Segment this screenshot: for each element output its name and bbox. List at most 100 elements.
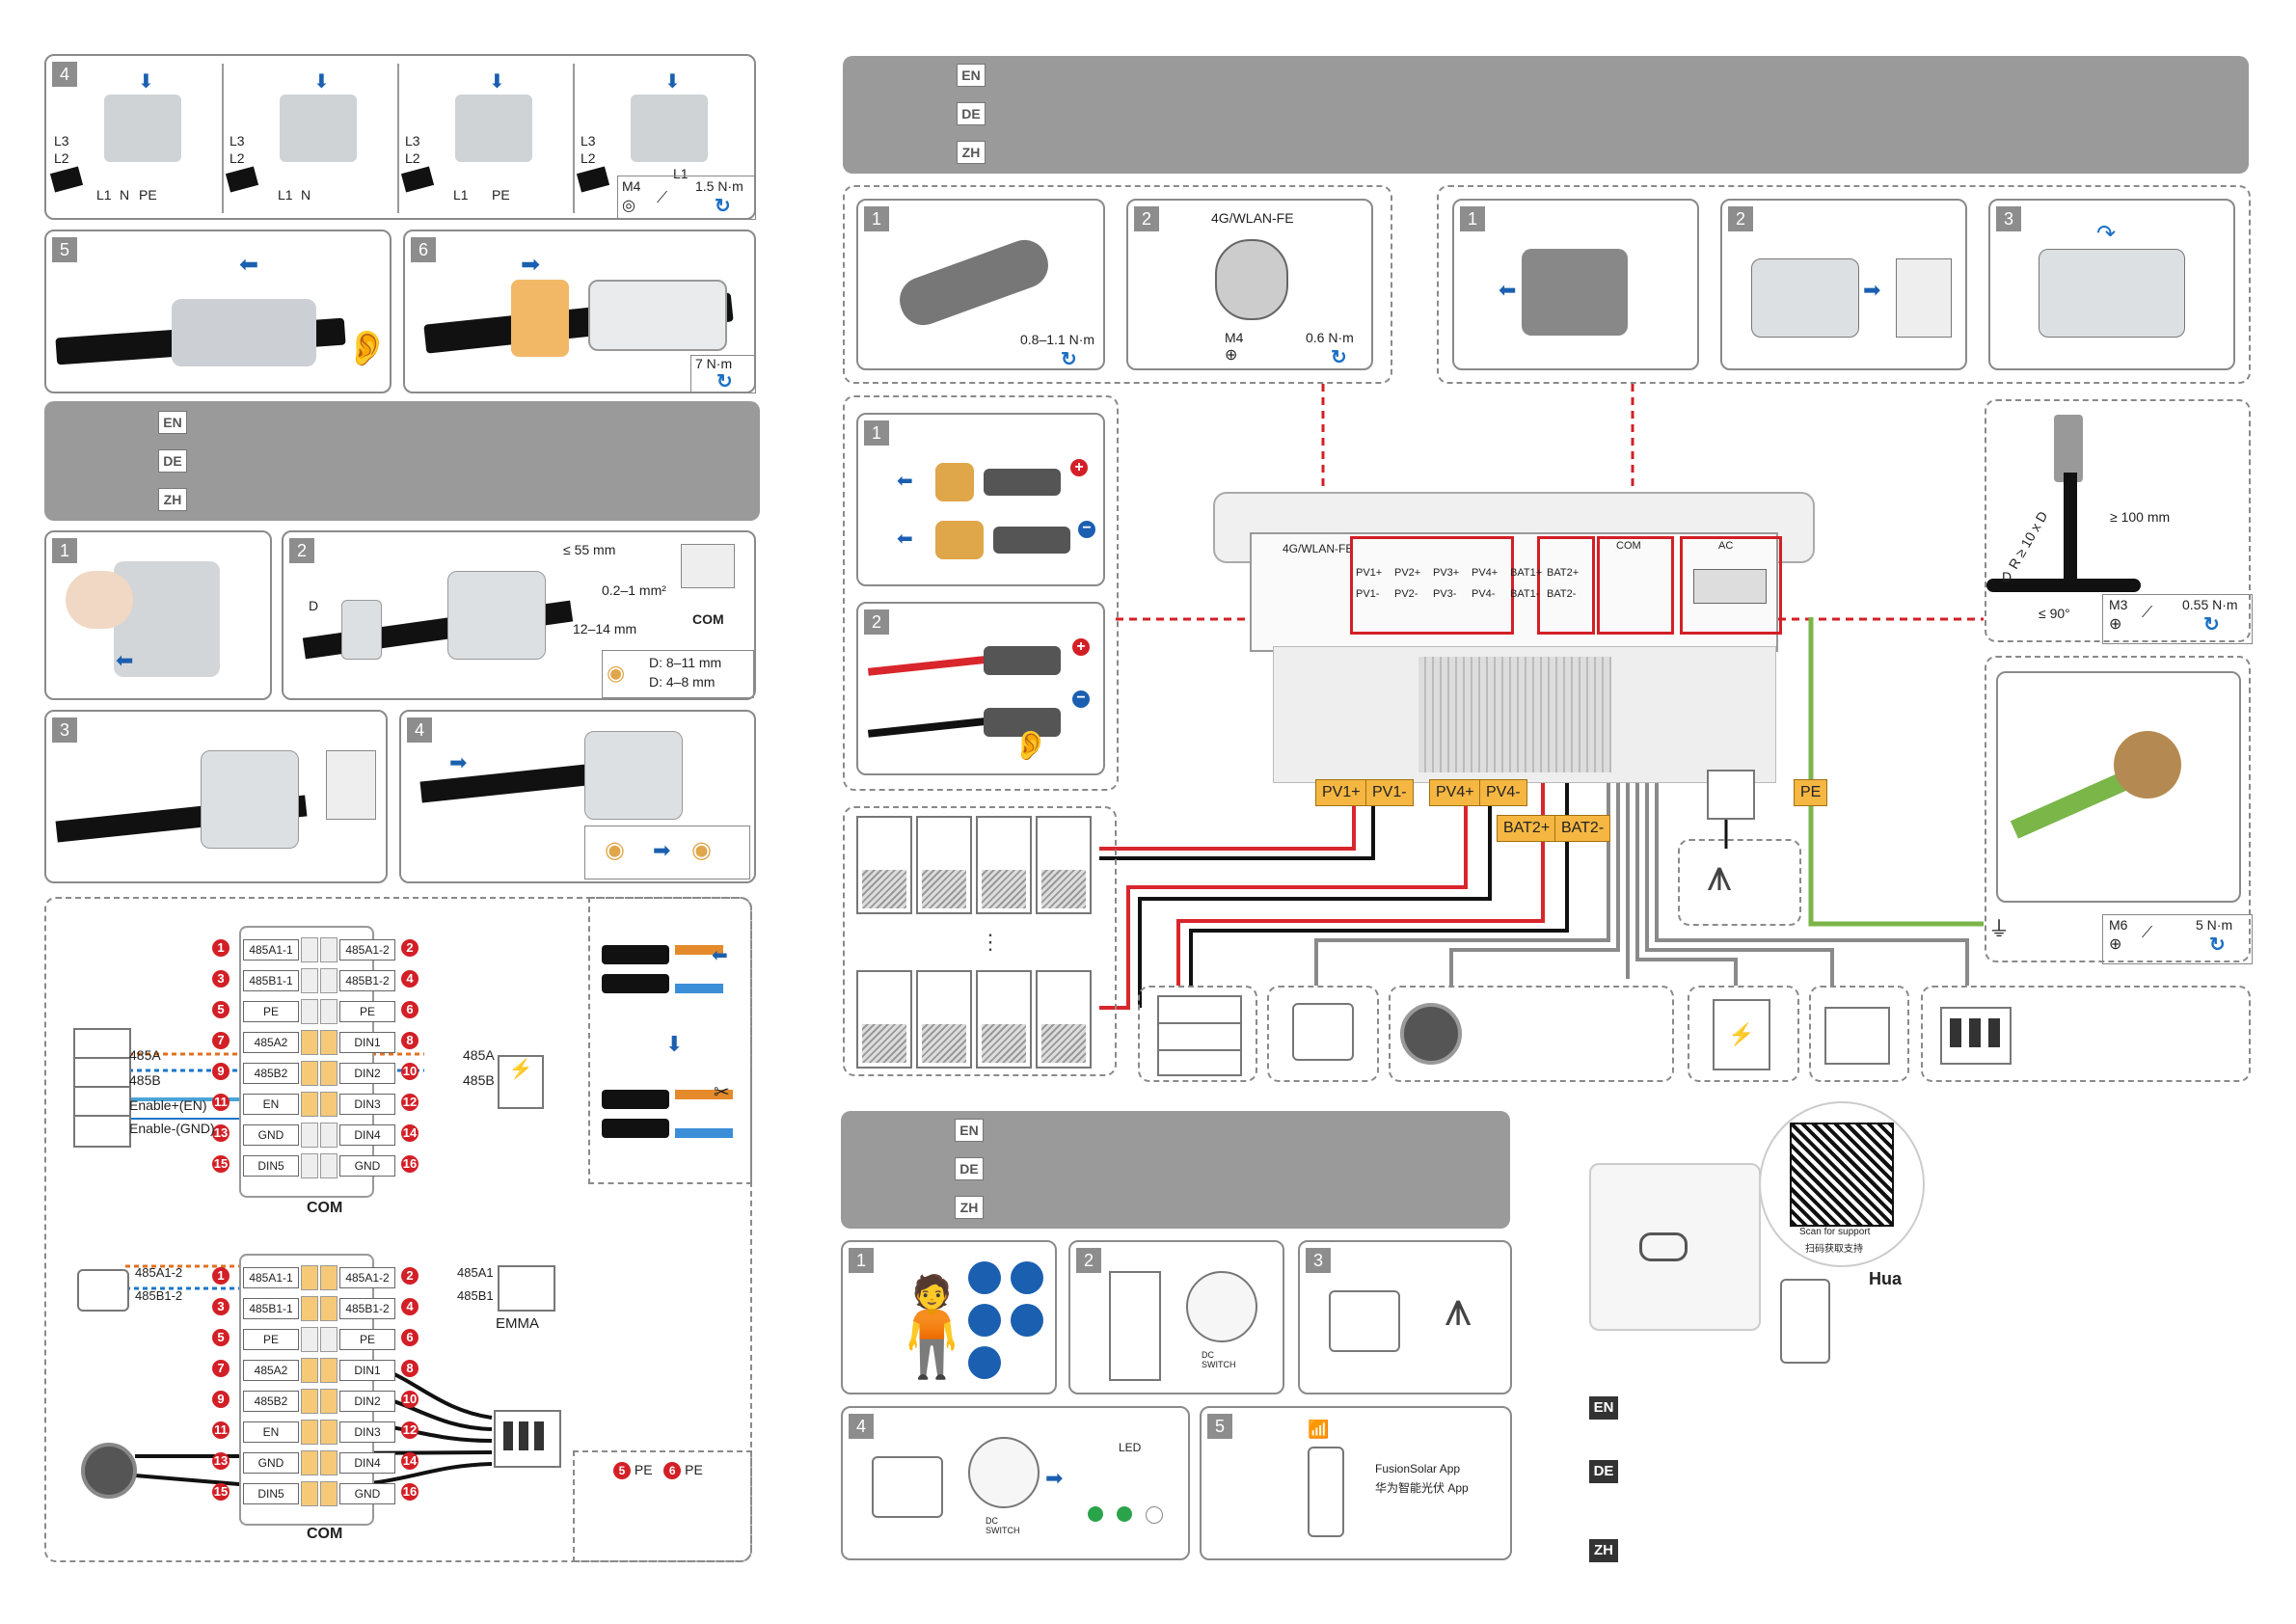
wlan-connector-image — [1215, 239, 1288, 320]
battery-image — [73, 1028, 131, 1148]
com-terminal-image — [326, 750, 376, 820]
ac-plug-panel: 2 ➡ — [1720, 199, 1967, 370]
pv-connector-image — [984, 469, 1061, 496]
battery-stack-icon — [1109, 1271, 1161, 1381]
terminal-slot — [320, 1450, 338, 1475]
seal-size-2: D: 4–8 mm — [649, 674, 716, 690]
terminal-slot — [320, 1153, 338, 1178]
pin-number: 15 — [212, 1155, 230, 1173]
pin-label-left: EN — [243, 1094, 299, 1115]
diameter-label: D — [2002, 569, 2012, 584]
ac-cover-panel: 1 ⬅ — [1452, 199, 1699, 370]
inverter-icon — [1292, 1003, 1354, 1061]
app-name-en: FusionSolar App — [1375, 1462, 1461, 1475]
port-label-bat2n: BAT2- — [1547, 588, 1577, 600]
arrow-down-icon: ⬇ — [313, 71, 330, 93]
clockwise-icon: ↻ — [716, 371, 733, 392]
cable-image — [576, 166, 610, 193]
pin-label-right: 485A1-2 — [339, 1267, 395, 1288]
tag-pv4-plus: PV4+ — [1429, 779, 1481, 806]
arrow-down-icon: ⬇ — [664, 71, 681, 93]
step-number: 1 — [849, 1248, 874, 1273]
minus-icon: − — [1072, 690, 1090, 708]
battery-485a-label: 485A — [129, 1047, 161, 1063]
torque-box: M3 ⊕ ⟋ 0.55 N·m ↻ — [2102, 594, 2253, 644]
com-seal-panel: 4 ➡ ◉ ➡ ◉ — [399, 710, 756, 883]
torque-box: 7 N·m ↻ — [690, 355, 756, 393]
led-green-2 — [1117, 1506, 1132, 1522]
cable-image — [602, 1090, 669, 1109]
l3-label: L3 — [54, 133, 69, 149]
terminal-slot — [320, 1389, 338, 1414]
port-label-pv4n: PV4- — [1472, 588, 1496, 600]
terminal-slot — [301, 968, 318, 993]
step-number: 2 — [289, 538, 314, 563]
arrow-right-icon: ➡ — [1045, 1466, 1064, 1490]
port-label-pv2p: PV2+ — [1394, 567, 1421, 579]
l2-label: L2 — [405, 150, 420, 166]
step-number: 1 — [864, 420, 889, 446]
inverter-front-image — [1589, 1163, 1761, 1331]
pin-label-left: 485A2 — [243, 1360, 299, 1381]
port-label-com: COM — [1616, 540, 1641, 552]
connector-image — [588, 280, 727, 351]
terminal-slot — [301, 1030, 318, 1055]
antenna-install-group — [843, 185, 1392, 384]
pin-number: 1 — [212, 939, 230, 957]
com-open-panel: 1 ⬅ — [44, 530, 272, 700]
power-tower-icon: ⩚ — [1707, 850, 1732, 900]
connector-housing-image — [172, 299, 316, 366]
pin-label-right: DIN1 — [339, 1032, 395, 1053]
angle-label: ≤ 90° — [2039, 606, 2070, 621]
step-number: 3 — [1996, 206, 2021, 231]
terminal-slot — [301, 999, 318, 1024]
language-header: EN DE ZH — [843, 56, 2249, 174]
m4-label: M4 — [1225, 330, 1244, 345]
arrow-left-icon: ⬅ — [897, 528, 913, 550]
screwdriver-icon: ⟋ — [657, 190, 668, 206]
l1-label: L1 — [278, 187, 293, 203]
step-number: 1 — [1460, 206, 1485, 231]
pin-number: 11 — [212, 1421, 230, 1439]
dc-switch-knob — [968, 1437, 1040, 1508]
port-label-pv1n: PV1- — [1356, 588, 1380, 600]
dc-switch-knob — [1186, 1271, 1257, 1342]
washer-icon: ◎ — [622, 198, 635, 214]
cable-image — [602, 974, 669, 993]
meter-device-box — [1688, 986, 1799, 1082]
arrow-right-icon: ➡ — [449, 750, 468, 774]
l3-label: L3 — [581, 133, 596, 149]
wire-size-label: 0.2–1 mm² — [602, 582, 666, 598]
pin-number: 7 — [212, 1360, 230, 1377]
plus-icon: + — [1070, 459, 1088, 476]
click-sound-icon: 👂 — [345, 328, 389, 367]
ac-lock-panel: 3 ↷ — [1988, 199, 2235, 370]
lang-zh-badge: ZH — [1589, 1539, 1618, 1562]
battery-485b-label: 485B — [129, 1072, 161, 1088]
tag-pe: PE — [1794, 779, 1828, 806]
pin-number: 12 — [401, 1094, 419, 1111]
pv-panel-icon — [1036, 970, 1092, 1069]
com-label: COM — [692, 611, 724, 627]
terminal-slot — [320, 999, 338, 1024]
pin-label-left: EN — [243, 1421, 299, 1443]
screw-icon: ⊕ — [1225, 347, 1238, 364]
torque-box: M6 ⊕ ⟋ 5 N·m ↻ — [2102, 914, 2253, 964]
pin-number: 15 — [212, 1483, 230, 1501]
terminal-slot — [320, 1123, 338, 1148]
wire-orange — [675, 945, 723, 955]
wire-crimp-panel — [588, 897, 752, 1184]
antenna-tighten-panel: 1 0.8–1.1 N·m ↻ — [856, 199, 1105, 370]
grid-box — [1678, 839, 1801, 926]
pe-label: PE — [139, 187, 157, 203]
pin-number: 5 — [212, 1001, 230, 1018]
qr-code — [1790, 1123, 1894, 1227]
emma-device-icon — [1824, 1007, 1890, 1065]
pin-number: 10 — [401, 1391, 419, 1408]
lang-zh-badge: ZH — [957, 141, 986, 164]
